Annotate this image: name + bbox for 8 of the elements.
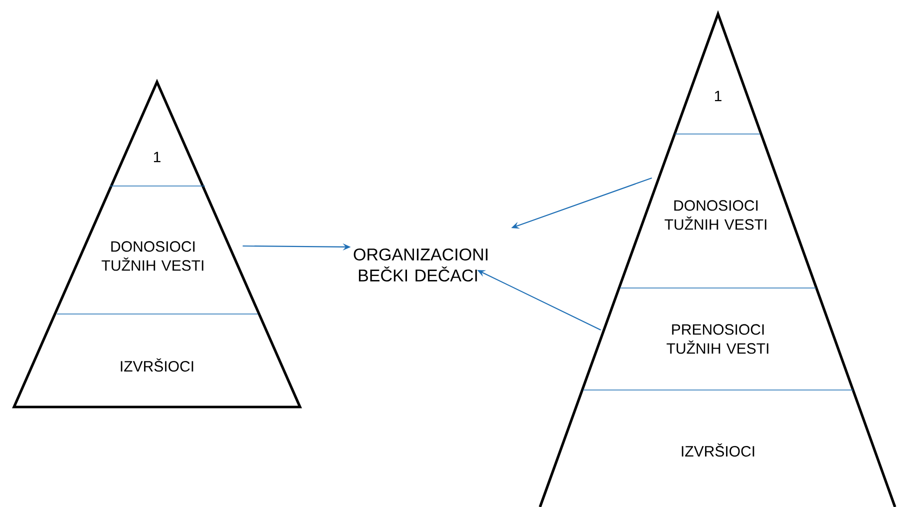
pyramid-band-label: 1 [714,90,722,102]
pyramid-band-label: 1 [154,152,160,162]
pyramid-band-label: PRENOSIOCI TUŽNIH VESTI [666,324,768,354]
pyramid-band-label: IZVRŠIOCI [120,358,194,372]
pyramid-band-label: DONOSIOCI TUŽNIH VESTI [664,200,766,230]
pyramid-band-label: IZVRŠIOCI [682,443,754,457]
pyramid-band-label: ORGANIZACIONI BEČKI DEČACI [354,248,488,282]
pyramid-band-label: DONOSIOCI TUŽNIH VESTI [102,241,204,271]
